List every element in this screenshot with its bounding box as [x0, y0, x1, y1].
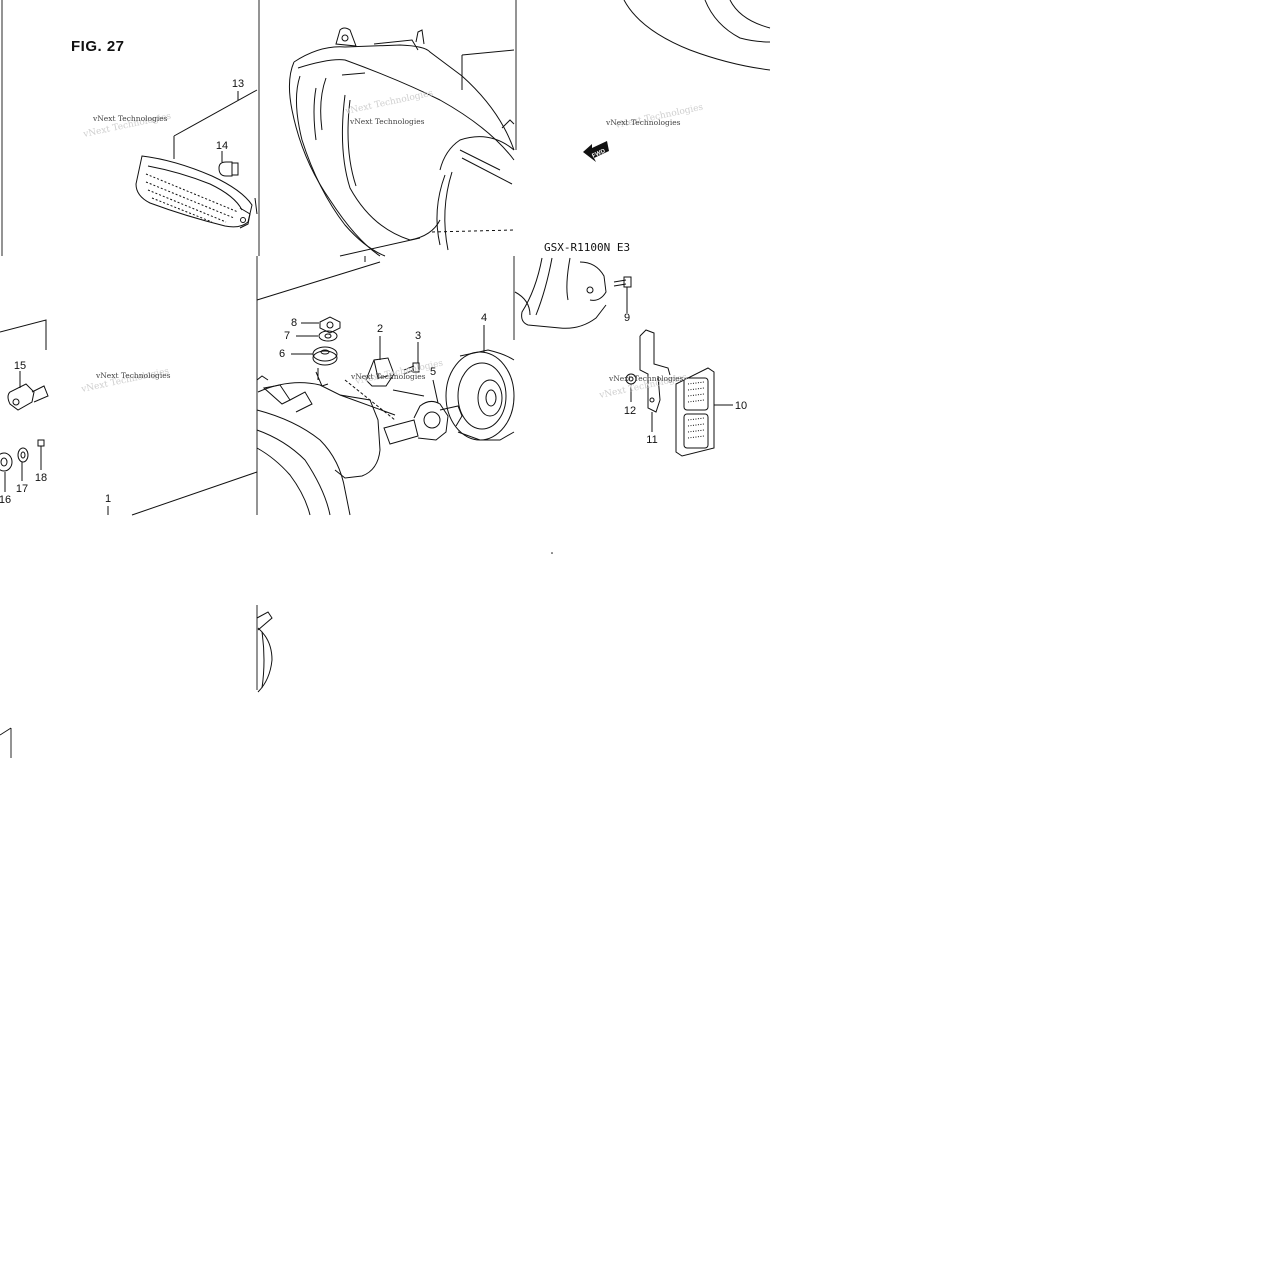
bracket-11: [639, 329, 671, 432]
watermark: vNext Technologies: [605, 118, 681, 127]
watermark: vNext Technologies: [349, 117, 425, 126]
callout-15: 15: [14, 360, 26, 372]
watermark-faint: vNext Technologies: [344, 88, 435, 117]
reflector-10: [675, 367, 733, 457]
tile-borders: [0, 0, 517, 758]
callout-16: 16: [0, 494, 11, 506]
callout-5: 5: [430, 366, 436, 378]
washer-17: [17, 447, 29, 481]
grommet-16: [0, 452, 13, 492]
callout-2: 2: [377, 323, 383, 335]
lens-edge-curves: [623, 0, 771, 71]
leader-1: [107, 471, 258, 516]
grommet-6: [291, 346, 338, 366]
bulb-socket-4: [445, 325, 515, 441]
nut-8: [301, 316, 341, 334]
callout-11: 11: [646, 434, 657, 446]
headlight-rear-edge: [514, 257, 607, 329]
model-variant-label: GSX-R1100N E3: [544, 241, 631, 254]
clip-2: [365, 336, 395, 387]
callout-13: 13: [232, 78, 244, 90]
callout-3: 3: [415, 330, 421, 342]
watermark: vNext Technologies: [608, 374, 684, 383]
watermark: vNext Technologies: [92, 114, 168, 123]
watermark: vNext Technologies: [350, 372, 426, 381]
headlight-lens: [288, 27, 515, 262]
fwd-arrow-label: FWD: [591, 148, 607, 159]
callout-4: 4: [481, 312, 487, 324]
callout-14: 14: [216, 140, 228, 152]
screw-18: [37, 439, 45, 470]
washer-7: [296, 330, 338, 342]
watermark: vNext Technologies: [95, 371, 171, 380]
headlight-bulb-5: [383, 379, 463, 445]
callout-9: 9: [624, 312, 630, 324]
fwd-arrow: [583, 141, 609, 162]
screw-3: [403, 342, 420, 375]
lower-curve-fragment: [256, 611, 273, 693]
headlight-body: [256, 261, 425, 516]
bulb-14: [218, 151, 239, 177]
callout-12: 12: [624, 405, 636, 417]
callout-8: 8: [291, 317, 297, 329]
callout-1: 1: [105, 493, 111, 505]
callout-17: 17: [16, 483, 28, 495]
callout-10: 10: [735, 400, 747, 412]
bolt-9: [613, 276, 632, 313]
turn-signal-lamp: [135, 89, 258, 229]
socket-15: [0, 319, 49, 411]
callout-18: 18: [35, 472, 47, 484]
callout-7: 7: [284, 330, 290, 342]
figure-title: FIG. 27: [71, 38, 125, 55]
watermarks: vNext Technologies vNext Technologies vN…: [80, 88, 705, 401]
callout-numbers: 1 2 3 4 5 6 7 8 9 10 11 12 13 14 15 16 1…: [0, 78, 747, 506]
nut-12: [625, 373, 637, 402]
callout-6: 6: [279, 348, 285, 360]
